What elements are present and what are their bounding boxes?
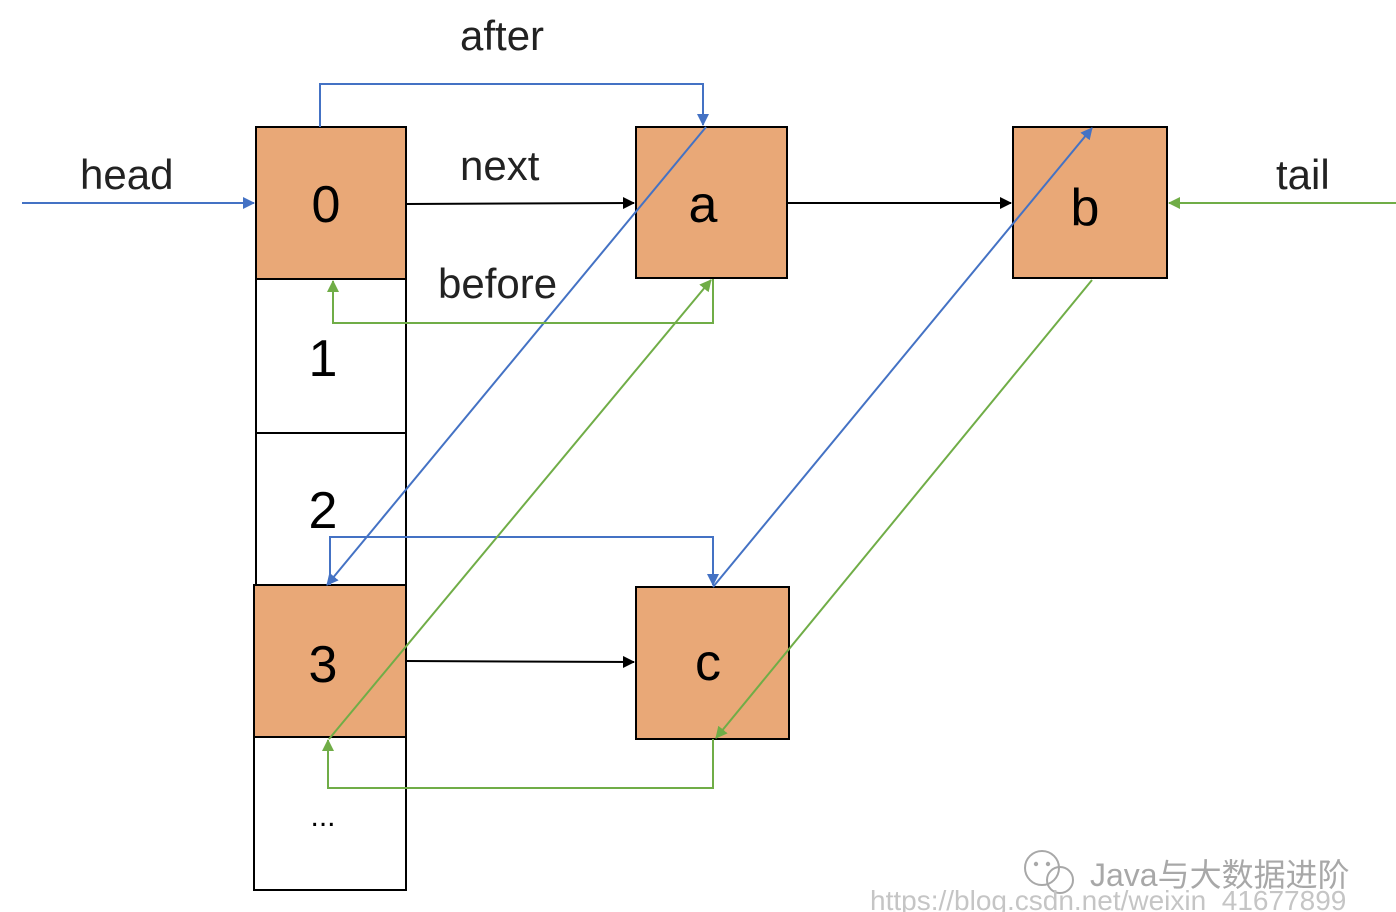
head-label: head [80, 151, 173, 198]
before-arrow-b-to-c [715, 279, 1093, 739]
entry-a [635, 126, 788, 279]
next-label: next [460, 142, 540, 189]
bucket-0 [255, 126, 407, 280]
bucket-0-label: 0 [312, 176, 341, 234]
bucket-ellipsis [253, 736, 407, 891]
entry-c [635, 586, 790, 740]
before-arrow-3-to-a [328, 279, 712, 740]
before-arrow-a-to-0 [327, 279, 714, 324]
watermark-url: https://blog.csdn.net/weixin_41677899 [870, 885, 1346, 912]
bucket-1 [255, 278, 407, 434]
bucket-3-label: 3 [309, 636, 338, 694]
watermark: Java与大数据进阶 https://blog.csdn.net/weixin_… [870, 850, 1350, 912]
entry-c-label: c [695, 634, 721, 692]
entry-b [1012, 126, 1168, 279]
bucket-array: 0 1 2 3 ... [253, 126, 407, 891]
tail-label: tail [1276, 151, 1330, 198]
watermark-brand: Java与大数据进阶 [1090, 857, 1350, 893]
entry-b-label: b [1071, 179, 1100, 237]
after-arrow-a-to-3 [326, 126, 707, 586]
next-arrow-3-to-c [405, 655, 635, 668]
bucket-2 [255, 432, 407, 586]
entry-a-label: a [689, 176, 718, 234]
bucket-1-label: 1 [309, 330, 338, 388]
next-pointers [405, 197, 1012, 668]
bucket-2-label: 2 [309, 482, 338, 540]
wechat-icon [1024, 850, 1074, 894]
before-pointers [322, 279, 1093, 789]
next-arrow-0-to-a [405, 197, 635, 210]
after-arrow-c-to-b [712, 127, 1093, 588]
entry-nodes: a b c [635, 126, 1168, 740]
before-label: before [438, 260, 557, 307]
bucket-3 [253, 584, 407, 738]
after-arrow-0-to-a [319, 83, 709, 127]
after-label: after [460, 12, 544, 59]
after-pointers [319, 83, 1093, 588]
after-arrow-3-to-c [329, 536, 719, 586]
before-arrow-c-to-3 [322, 739, 714, 789]
bucket-ellipsis-label: ... [310, 800, 335, 833]
